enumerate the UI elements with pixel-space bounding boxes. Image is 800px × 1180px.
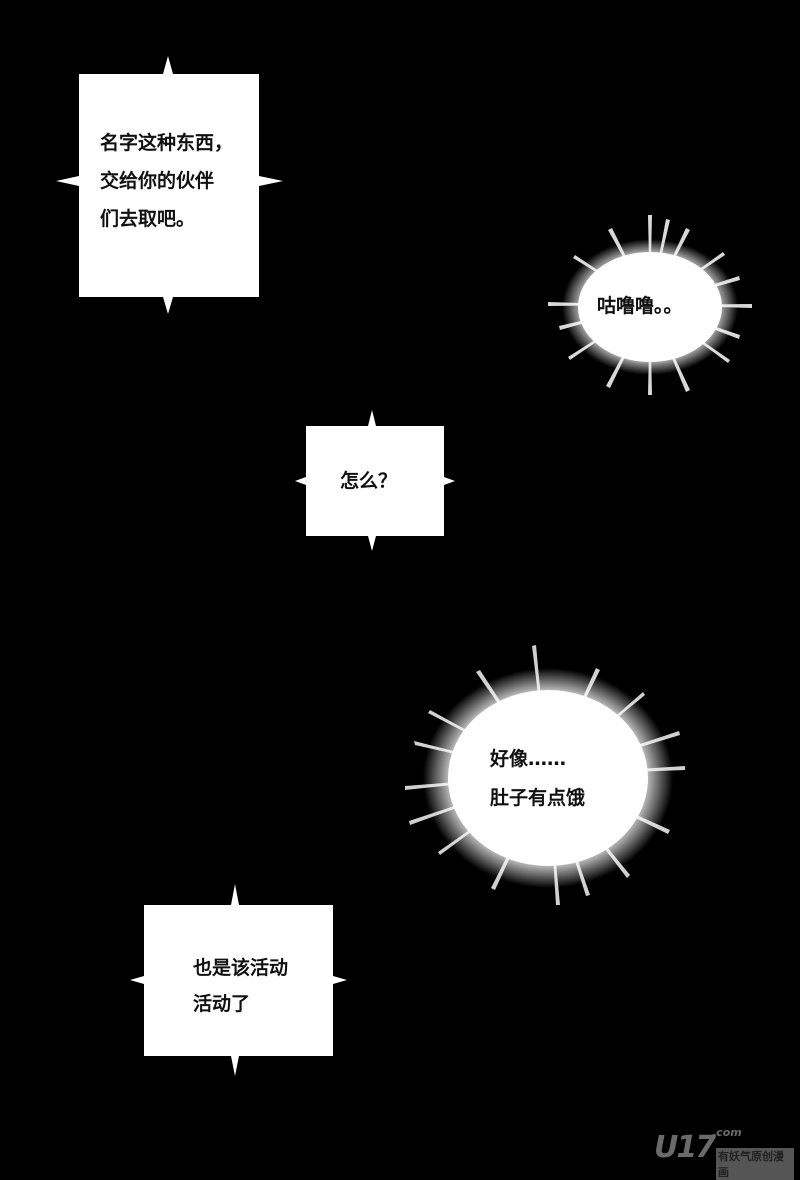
u17-watermark-logo: U17 .com 有妖气原创漫画 bbox=[654, 1126, 794, 1180]
caption-line: 名字这种东西， bbox=[100, 132, 234, 154]
caption-line: 怎么？ bbox=[340, 470, 398, 492]
watermark-logo-text: U17 bbox=[654, 1130, 716, 1165]
watermark-tagline: 有妖气原创漫画 bbox=[716, 1148, 794, 1180]
caption-line: 们去取吧。 bbox=[100, 208, 196, 230]
burst-shape-icon bbox=[405, 645, 685, 905]
bubble-line: 好像…… bbox=[490, 748, 567, 770]
bubble-line: 咕噜噜。。 bbox=[597, 295, 683, 317]
bubble-line: 肚子有点饿 bbox=[490, 787, 586, 809]
caption-line: 活动了 bbox=[193, 993, 251, 1015]
caption-line: 交给你的伙伴 bbox=[100, 170, 215, 192]
caption-line: 也是该活动 bbox=[193, 957, 289, 979]
watermark-domain: .com bbox=[712, 1126, 742, 1139]
burst-shape-icon bbox=[548, 215, 752, 395]
